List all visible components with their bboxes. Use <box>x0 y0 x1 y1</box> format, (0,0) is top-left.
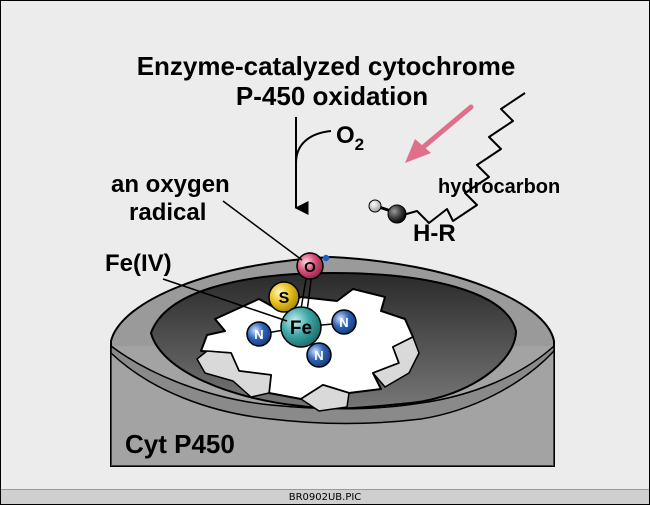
title-line-1: Enzyme-catalyzed cytochrome <box>137 51 516 81</box>
o2-arrow <box>294 117 332 215</box>
p450-diagram: S Fe N N N O Enzyme-catalyzed cytochrome <box>105 51 560 467</box>
nitrogen-atom-east: N <box>331 309 357 335</box>
sulfur-atom: S <box>268 281 300 313</box>
fe-iv-label: Fe(IV) <box>105 250 172 277</box>
oxygen-radical-label-line-1: an oxygen <box>111 171 230 198</box>
oxygen-radical-label-line-2: radical <box>129 199 206 226</box>
hydrogen-atom <box>368 199 382 213</box>
o2-label: O2 <box>336 122 364 154</box>
footer-filename: BR0902UB.PIC <box>1 489 649 504</box>
title-line-2: P-450 oxidation <box>236 81 428 111</box>
nitrogen-atom-west: N <box>246 321 272 347</box>
nitrogen-atom-south: N <box>306 342 332 368</box>
sulfur-atom-label: S <box>279 290 290 307</box>
iron-atom: Fe <box>280 306 322 348</box>
nitrogen-label: N <box>254 327 263 342</box>
h-r-label: H-R <box>413 220 456 247</box>
hydrocarbon-molecule <box>368 92 526 224</box>
fe-iv-leader <box>162 278 288 322</box>
approach-arrow <box>405 104 474 163</box>
oxygen-atom-label: O <box>304 259 316 276</box>
hydrocarbon-label: hydrocarbon <box>438 176 560 198</box>
hydrocarbon-chain <box>402 92 526 224</box>
oxygen-atom: O <box>296 252 330 280</box>
radical-dot <box>322 254 330 262</box>
cyt-p450-label: Cyt P450 <box>125 429 235 459</box>
oxygen-radical-leader <box>222 200 303 261</box>
carbon-atom <box>387 204 407 224</box>
iron-atom-label: Fe <box>290 318 312 339</box>
nitrogen-label: N <box>314 348 323 363</box>
nitrogen-label: N <box>339 315 348 330</box>
